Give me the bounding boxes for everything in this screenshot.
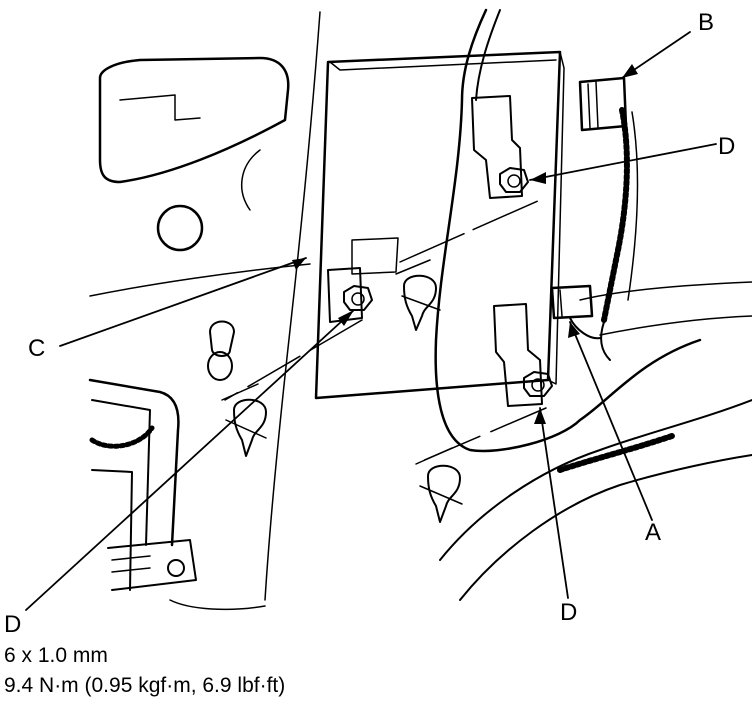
dashed-guides bbox=[224, 199, 547, 463]
leader-d-left bbox=[25, 309, 355, 611]
bracket-lower-tab bbox=[493, 303, 543, 407]
bracket-upper-tab bbox=[471, 95, 523, 199]
leader-lines bbox=[25, 31, 717, 611]
leader-d-bottom bbox=[539, 407, 569, 599]
leader-arrowheads bbox=[292, 64, 638, 424]
bolt-d-bottom bbox=[523, 371, 553, 397]
callout-d-bottom: D bbox=[560, 599, 577, 626]
door-trim-lower-right bbox=[439, 281, 752, 601]
clip-hole-2 bbox=[221, 383, 267, 457]
bracket-c bbox=[314, 50, 565, 400]
leader-d-top bbox=[529, 143, 717, 181]
bolt-size-spec: 6 x 1.0 mm bbox=[4, 644, 108, 667]
wire-harness bbox=[434, 8, 702, 453]
connector-a bbox=[550, 284, 594, 320]
door-inner-structure bbox=[89, 11, 321, 601]
callout-b: B bbox=[698, 9, 714, 36]
torque-spec: 9.4 N·m (0.95 kgf·m, 6.9 lbf·ft) bbox=[4, 674, 286, 697]
leader-a bbox=[569, 321, 653, 521]
clip-hole-4 bbox=[415, 447, 463, 523]
leader-c bbox=[59, 257, 307, 347]
callout-d-left: D bbox=[4, 611, 21, 638]
bolt-d-middle bbox=[343, 285, 373, 311]
callout-d-top: D bbox=[718, 133, 735, 160]
bolt-d-top bbox=[499, 167, 529, 193]
callout-c: C bbox=[28, 335, 45, 362]
clip-hole-3 bbox=[395, 259, 441, 331]
clip-hole-1 bbox=[207, 320, 235, 381]
callout-a: A bbox=[645, 519, 661, 546]
connector-b bbox=[578, 76, 628, 132]
door-lower-frame bbox=[88, 378, 266, 611]
